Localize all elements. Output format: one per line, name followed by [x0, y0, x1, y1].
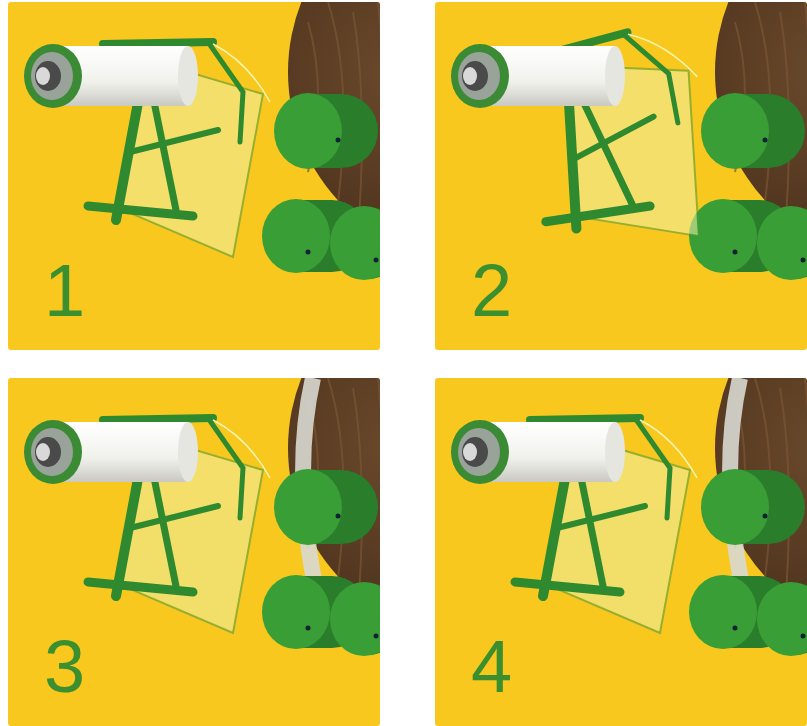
step-number: 4 — [471, 630, 512, 704]
step-number: 2 — [471, 254, 512, 328]
panel-box: 1 — [8, 2, 380, 350]
step-number: 3 — [44, 630, 85, 704]
panel-box: 2 — [435, 2, 807, 350]
step-number: 1 — [44, 254, 85, 328]
panel-box: 3 — [8, 378, 380, 726]
panel-box: 4 — [435, 378, 807, 726]
